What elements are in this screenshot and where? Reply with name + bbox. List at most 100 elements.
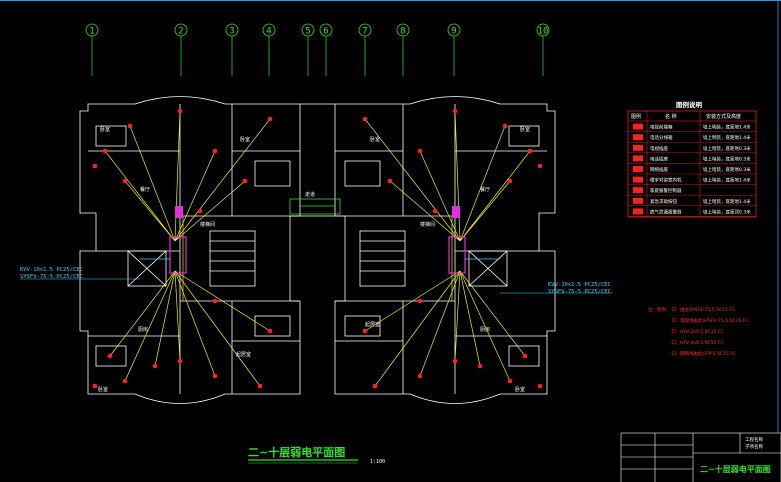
outlet-dot: [372, 383, 378, 389]
axis-label-5: 5: [305, 27, 310, 37]
room-corridor: 走道: [305, 191, 315, 198]
axis-label-6: 6: [323, 27, 328, 37]
plan-title: 二~十层弱电平面图: [248, 445, 345, 459]
outlet-dot: [417, 373, 423, 379]
room-bedroom-lt: 卧室: [100, 126, 110, 133]
legend-heading: 图例说明: [676, 100, 703, 109]
legend-row: 紧急求助按钮墙上暗装，底距地1.4米: [628, 197, 756, 207]
outlet-dot: [102, 148, 108, 154]
outlet-dot: [507, 378, 513, 384]
notes-lead: 注：图例: [648, 306, 666, 313]
right-wing: [334, 96, 556, 404]
outlet-dot: [267, 328, 273, 334]
outlet-dot: [527, 148, 533, 154]
outlet-dot: [197, 208, 203, 214]
axis-3: 3: [225, 23, 239, 76]
note-bullet-icon: [671, 328, 677, 334]
note-bullet-icon: [671, 317, 677, 323]
legend-name: 电视前端箱: [650, 124, 673, 131]
outlet-dot: [417, 298, 423, 304]
legend-name: 网络插座: [650, 166, 668, 173]
legend-name: 家庭报警控制器: [650, 187, 682, 194]
legend-col-symbol: 图例: [631, 113, 641, 120]
axis-10: 10: [536, 23, 550, 76]
note-bullet-icon: [671, 339, 677, 345]
axis-7: 7: [358, 23, 372, 76]
note-line: 网络线由此UTP-5 SC15 FC: [680, 350, 736, 357]
outlet-symbols: [92, 108, 543, 389]
axis-5: 5: [301, 23, 315, 76]
outlet-dot: [477, 363, 483, 369]
note-line: HYV-2x0.5 SC15 FC: [680, 340, 724, 346]
outlet-dot: [502, 123, 508, 129]
outlet-dot: [242, 178, 248, 184]
outlet-dot: [507, 178, 513, 184]
notes: 注：图例 由此SYSFV-75-5 SC15 FC电视线由此SYSFV-75-5…: [648, 306, 749, 357]
outlet-dot: [212, 373, 218, 379]
outlet-dot: [212, 298, 218, 304]
axis-label-2: 2: [178, 27, 183, 37]
legend-name: 楼宇对讲室内机: [650, 177, 682, 184]
outlet-dot: [122, 378, 128, 384]
risers: [140, 206, 500, 274]
legend-symbol-icon: [633, 123, 643, 130]
titleblock-drawing-title: 二~十层弱电平面图: [700, 464, 771, 474]
outlet-dot: [537, 163, 543, 169]
room-bedroom-rb: 卧室: [515, 386, 525, 393]
legend-name: 电话插座: [650, 155, 668, 162]
note-line: 由此SYSFV-75-5 SC15 FC: [680, 306, 735, 313]
central-link: [289, 103, 341, 217]
legend-col-name: 名 称: [665, 113, 677, 120]
callout-right-1: KVV-10x1.5 PC25/CEC: [548, 282, 611, 288]
outlet-dot: [452, 358, 458, 364]
outlet-dot: [152, 363, 158, 369]
room-stair-rt: 楼梯间: [420, 221, 435, 228]
left-wing: [79, 96, 301, 404]
legend-symbol-icon: [633, 197, 643, 204]
room-kitchen-lt: 厨房: [138, 326, 148, 333]
legend-install: 墙上明装，底距地1.4米: [703, 134, 751, 141]
note-bullet-icon: [671, 350, 677, 356]
legend-name: 燃气泄漏报警器: [650, 208, 682, 215]
legend-install: 墙上暗装，底距地1.4米: [703, 177, 751, 184]
legend-install: 墙上暗装，底距地0.3米: [703, 166, 751, 173]
legend-symbol-icon: [633, 134, 643, 141]
axis-label-9: 9: [451, 27, 456, 37]
axis-9: 9: [447, 23, 461, 76]
callout-right-2: SYSFV-75-5 PC25/CEC: [548, 289, 611, 295]
axis-8: 8: [396, 23, 410, 76]
outlet-dot: [522, 353, 528, 359]
outlet-dot: [212, 148, 218, 154]
title-block: [620, 432, 781, 482]
outlet-dot: [257, 383, 263, 389]
legend-name: 电视插座: [650, 145, 668, 152]
room-bedroom-lb: 卧室: [98, 386, 108, 393]
axis-4: 4: [262, 23, 276, 76]
outlet-dot: [452, 108, 458, 114]
room-living-lt: 起居室: [236, 351, 251, 358]
plan-scale: 1:100: [370, 459, 385, 465]
legend-table: 图例说明 图例 名 称 安装方式及高度 电视前端箱墙上明装，底距地1.4米电话分…: [627, 100, 757, 218]
legend-symbol-icon: [633, 187, 643, 194]
legend-row: 网络插座 墙上暗装，底距地0.3米: [628, 166, 756, 175]
cable-callouts: KVV-10x1.5 PC25/CEC SYSFV-75-5 PC25/CEC …: [20, 267, 612, 295]
legend-symbol-icon: [633, 176, 643, 183]
room-stair-lt: 楼梯间: [200, 221, 215, 228]
axis-label-7: 7: [362, 27, 367, 37]
legend-row: 电视插座墙上暗装，底距地0.3米: [628, 144, 756, 154]
legend-symbol-icon: [633, 144, 643, 151]
room-labels: 卧室 餐厅 卧室 楼梯间 厨房 起居室 卧室 卧室 餐厅 卧室 楼梯间 厨房 起…: [98, 126, 530, 393]
wiring: [104, 110, 531, 387]
legend-symbol-icon: [633, 166, 643, 172]
room-dining-rt: 餐厅: [480, 186, 490, 193]
note-bullet-icon: [671, 306, 677, 312]
room-bedroom-rt2: 卧室: [370, 136, 380, 143]
legend-symbol-icon: [633, 155, 643, 162]
axis-2: 2: [174, 23, 188, 76]
room-bedroom-lt2: 卧室: [240, 136, 250, 143]
room-kitchen-rt: 厨房: [480, 326, 490, 333]
axis-label-10: 10: [538, 27, 549, 37]
